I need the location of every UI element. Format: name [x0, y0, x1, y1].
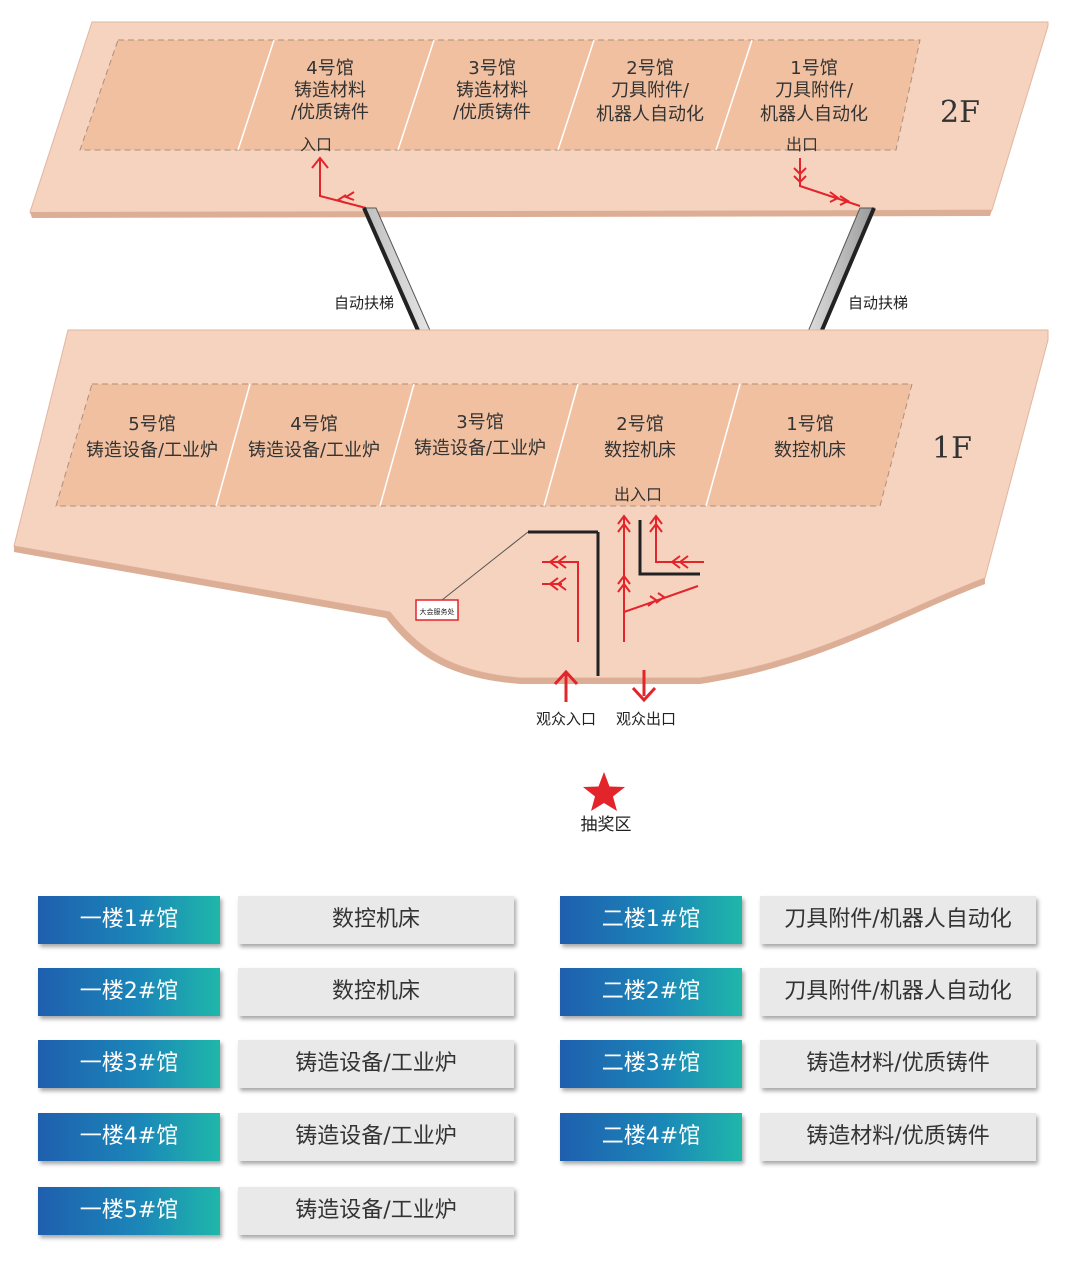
- hall-category: 铸造设备/工业炉: [414, 438, 546, 459]
- hall-name: 1号馆: [790, 58, 837, 79]
- hall-1f-3[interactable]: 3号馆 铸造设备/工业炉: [414, 412, 546, 459]
- legend-tag: 一楼4#馆: [38, 1113, 220, 1161]
- visitor-exit-arrow[interactable]: [631, 670, 657, 703]
- legend-tag: 二楼3#馆: [560, 1040, 742, 1088]
- floor-map: 4号馆 铸造材料 /优质铸件 3号馆 铸造材料 /优质铸件 2号馆 刀具附件/ …: [13, 21, 1049, 835]
- hall-name: 4号馆: [306, 58, 353, 79]
- visitor-exit-label: 观众出口: [616, 710, 676, 728]
- hall-1f-4[interactable]: 4号馆 铸造设备/工业炉: [248, 414, 380, 461]
- hall-1f-1[interactable]: 1号馆 数控机床: [774, 414, 846, 461]
- legend-tag: 一楼2#馆: [38, 968, 220, 1016]
- hall-category: 刀具附件/: [611, 80, 690, 101]
- hall-1f-5[interactable]: 5号馆 铸造设备/工业炉: [86, 414, 218, 461]
- legend-desc: 铸造设备/工业炉: [238, 1040, 514, 1088]
- hall-category: 机器人自动化: [760, 104, 868, 125]
- legend-desc: 铸造设备/工业炉: [238, 1187, 514, 1235]
- legend-desc: 铸造材料/优质铸件: [760, 1040, 1036, 1088]
- legend-desc: 刀具附件/机器人自动化: [760, 968, 1036, 1016]
- hall-2f-1[interactable]: 1号馆 刀具附件/ 机器人自动化: [760, 58, 868, 125]
- hall-name: 2号馆: [626, 58, 673, 79]
- route-1f: [542, 514, 704, 642]
- hall-category: 铸造设备/工业炉: [248, 440, 380, 461]
- legend-tag: 二楼1#馆: [560, 896, 742, 944]
- lottery-label: 抽奖区: [581, 815, 632, 835]
- hall-category: 铸造材料: [294, 80, 366, 101]
- floor-label-1f: 1F: [932, 431, 972, 466]
- floor-label-2f: 2F: [940, 95, 980, 130]
- floor-1f-hall-strip: [55, 383, 913, 507]
- entrance-label-2f: 入口: [300, 135, 332, 154]
- floor-1f: 5号馆 铸造设备/工业炉 4号馆 铸造设备/工业炉 3号馆 铸造设备/工业炉 2…: [13, 329, 1049, 728]
- hall-name: 2号馆: [616, 414, 663, 435]
- route-2f: [311, 156, 861, 209]
- service-desk-label: 大会服务处: [420, 607, 455, 616]
- entry-exit-label-1f: 出入口: [614, 485, 662, 504]
- legend-tag: 二楼4#馆: [560, 1113, 742, 1161]
- visitor-entrance-label: 观众入口: [536, 710, 596, 728]
- legend-tag: 一楼1#馆: [38, 896, 220, 944]
- hall-category: 机器人自动化: [596, 104, 704, 125]
- hall-category: 刀具附件/: [775, 80, 854, 101]
- legend-tag: 一楼3#馆: [38, 1040, 220, 1088]
- floor-2f-slab-edge: [30, 210, 992, 218]
- hall-name: 5号馆: [128, 414, 175, 435]
- hall-1f-2[interactable]: 2号馆 数控机床: [604, 414, 676, 461]
- legend-desc: 数控机床: [238, 896, 514, 944]
- legend-desc: 铸造材料/优质铸件: [760, 1113, 1036, 1161]
- star-icon: [583, 772, 625, 811]
- lottery-area[interactable]: 抽奖区: [581, 772, 632, 835]
- legend-tag: 二楼2#馆: [560, 968, 742, 1016]
- hall-category: 铸造设备/工业炉: [86, 440, 218, 461]
- hall-2f-3[interactable]: 3号馆 铸造材料 /优质铸件: [453, 58, 531, 123]
- floor-2f-hall-strip: [79, 39, 921, 151]
- exit-label-2f: 出口: [786, 135, 818, 154]
- legend-tag: 一楼5#馆: [38, 1187, 220, 1235]
- visitor-entrance-arrow[interactable]: [553, 669, 579, 702]
- hall-2f-4[interactable]: 4号馆 铸造材料 /优质铸件: [291, 58, 369, 123]
- hall-category: 数控机床: [774, 440, 846, 461]
- hall-name: 3号馆: [468, 58, 515, 79]
- escalator-right-label: 自动扶梯: [848, 294, 908, 312]
- hall-name: 4号馆: [290, 414, 337, 435]
- service-desk[interactable]: 大会服务处: [415, 530, 600, 676]
- hall-category: 铸造材料: [456, 80, 528, 101]
- hall-2f-2[interactable]: 2号馆 刀具附件/ 机器人自动化: [596, 58, 704, 125]
- escalator-left-label: 自动扶梯: [334, 294, 394, 312]
- floor-2f: 4号馆 铸造材料 /优质铸件 3号馆 铸造材料 /优质铸件 2号馆 刀具附件/ …: [29, 21, 1049, 218]
- legend-desc: 铸造设备/工业炉: [238, 1113, 514, 1161]
- hall-category: /优质铸件: [453, 102, 531, 123]
- hall-name: 3号馆: [456, 412, 503, 433]
- hall-name: 1号馆: [786, 414, 833, 435]
- hall-category: 数控机床: [604, 440, 676, 461]
- hall-category: /优质铸件: [291, 102, 369, 123]
- legend-desc: 数控机床: [238, 968, 514, 1016]
- legend-desc: 刀具附件/机器人自动化: [760, 896, 1036, 944]
